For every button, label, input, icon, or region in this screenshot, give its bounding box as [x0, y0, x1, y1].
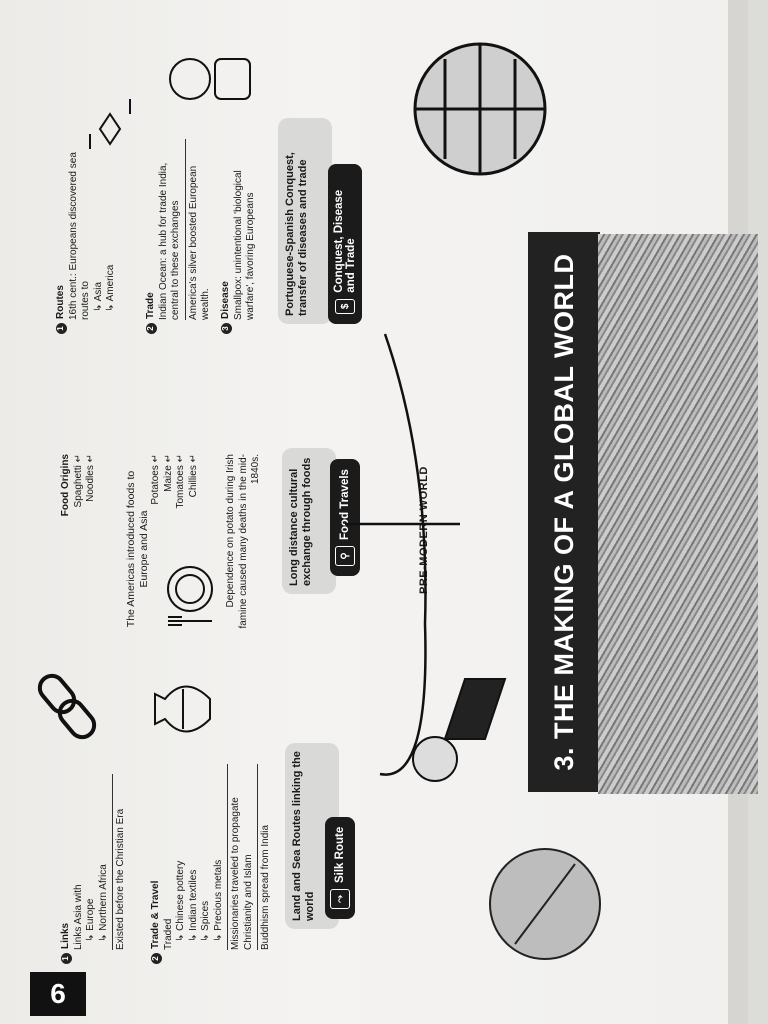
seedling-globe-icon [489, 848, 601, 960]
chain-links-icon [37, 673, 97, 740]
teacher-figure-icon [412, 678, 507, 782]
handshake-icon [89, 99, 131, 149]
plate-fork-icon [167, 566, 213, 626]
globe-icon [413, 42, 547, 176]
historical-illustration [598, 234, 758, 794]
cartoon-face-icon [169, 58, 251, 100]
pottery-vase-icon [154, 685, 211, 733]
page-number: 6 [30, 972, 86, 1016]
chapter-title-banner: 3. THE MAKING OF A GLOBAL WORLD [528, 232, 600, 792]
chapter-title: 3. THE MAKING OF A GLOBAL WORLD [548, 253, 579, 771]
